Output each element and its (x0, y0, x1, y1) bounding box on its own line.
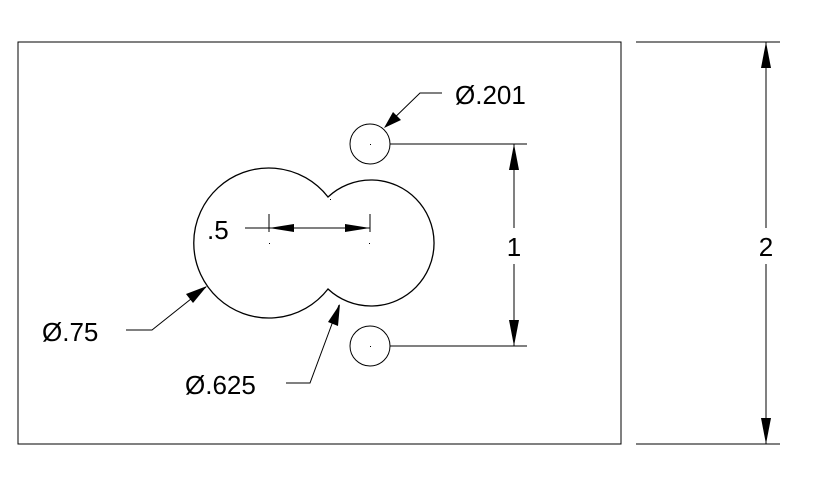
dimension-center-distance: .5 (207, 214, 371, 245)
dimension-text: 2 (759, 232, 773, 262)
part-outline (17, 41, 622, 445)
dimension-hole-spacing: 1 (390, 143, 527, 347)
dimension-text: Ø.75 (42, 317, 98, 347)
dimension-overall-height: 2 (636, 41, 780, 445)
dimension-text: .5 (207, 215, 229, 245)
leader-small-bore: Ø.625 (185, 304, 340, 400)
center-marks (269, 144, 371, 347)
double-bore-profile (193, 167, 435, 319)
leader-large-bore: Ø.75 (42, 286, 207, 347)
leader-small-hole: Ø.201 (384, 80, 526, 128)
dimension-text: Ø.201 (455, 80, 526, 110)
dimension-text: Ø.625 (185, 370, 256, 400)
dimension-text: 1 (507, 232, 521, 262)
